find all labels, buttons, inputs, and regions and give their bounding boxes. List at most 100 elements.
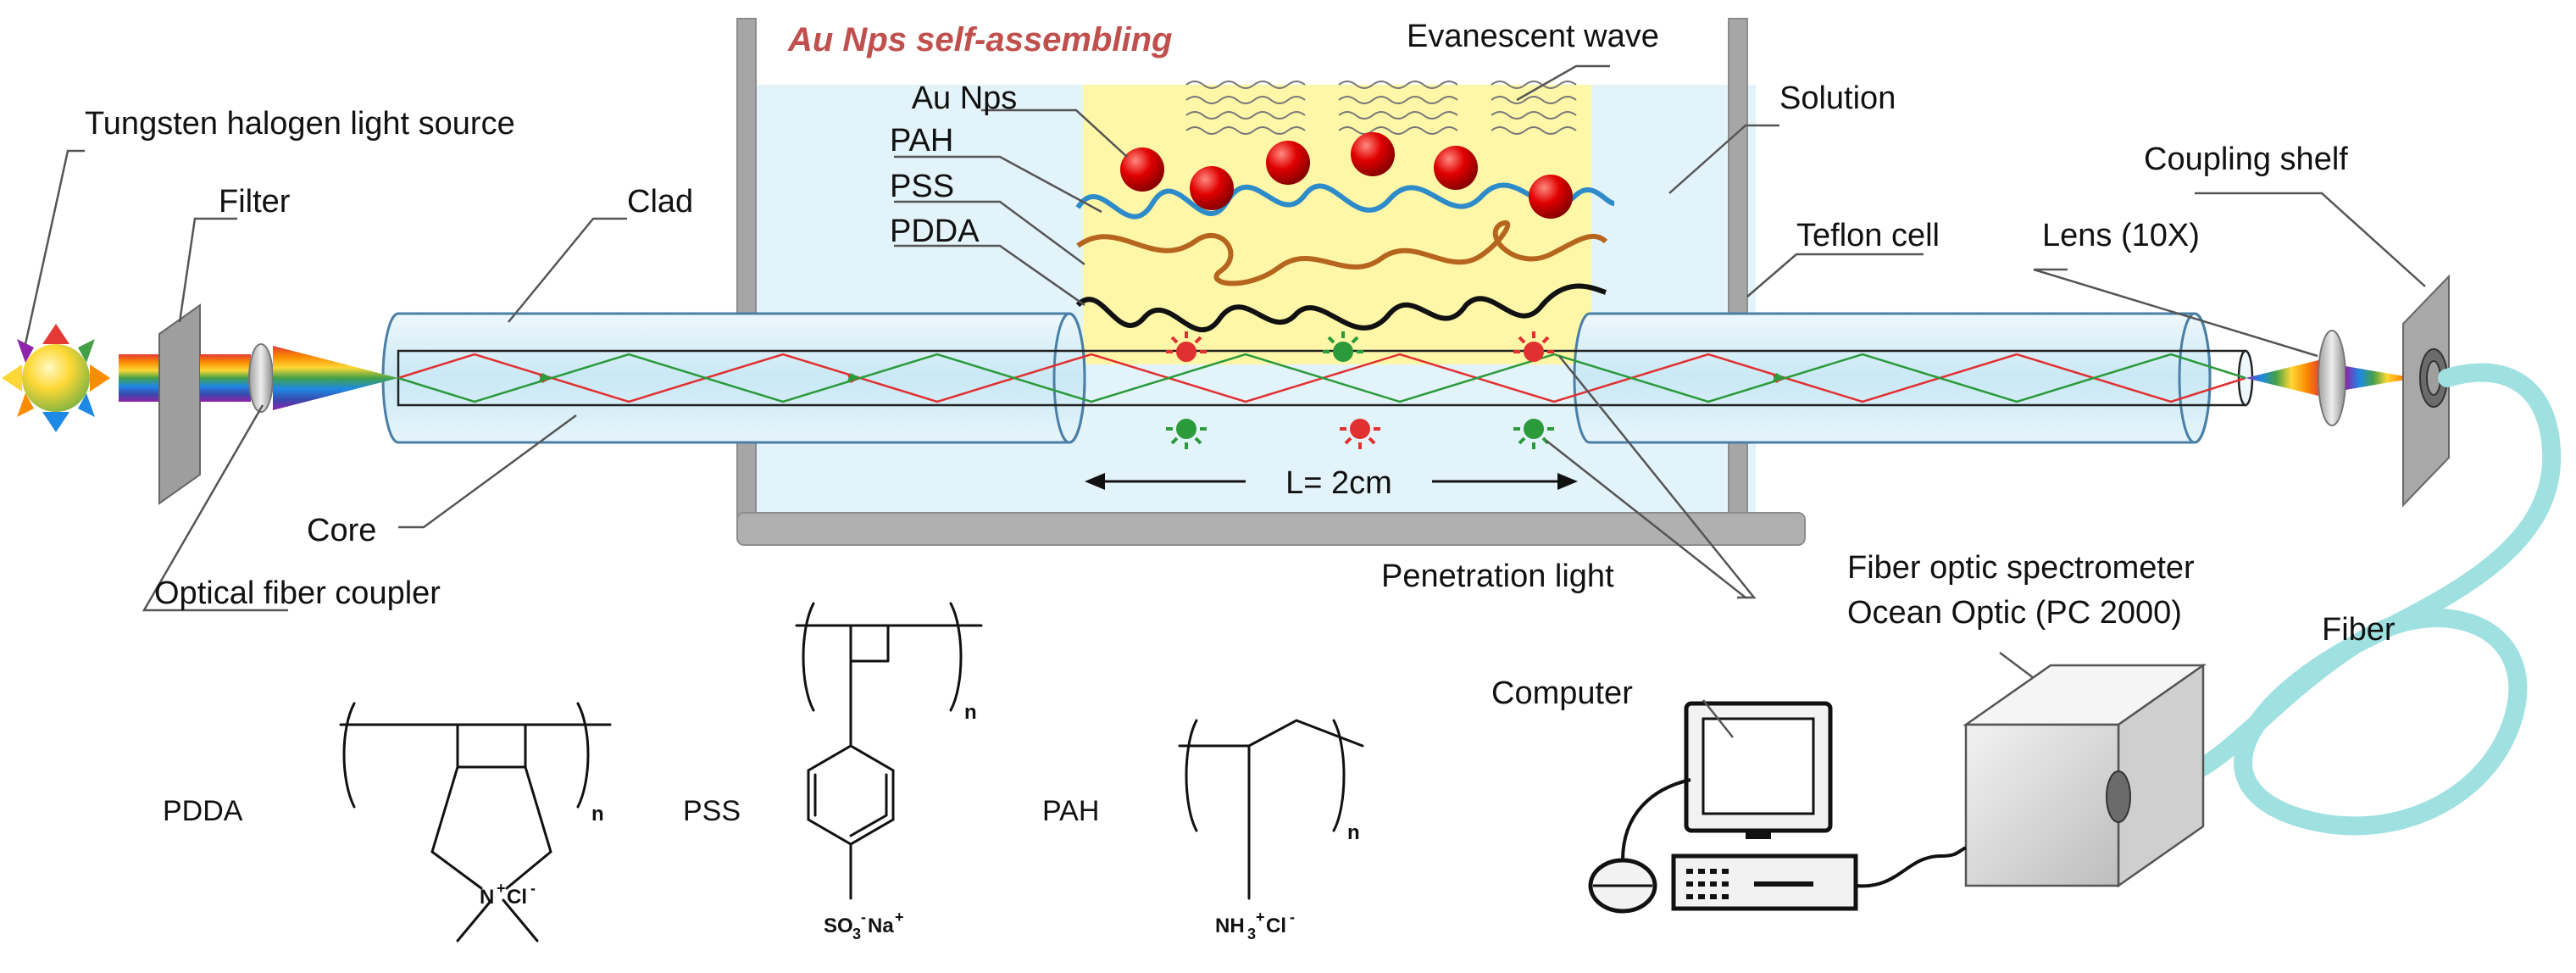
spectrometer-label-2: Ocean Optic (PC 2000)	[1847, 595, 2182, 631]
pss-group: SO	[824, 915, 853, 937]
pah-counter-sup: -	[1290, 909, 1295, 926]
penetration-light-bursts	[1166, 331, 1554, 449]
au-np	[1190, 166, 1234, 210]
pah-n-sub: n	[1347, 821, 1360, 844]
pah-counter: Cl	[1266, 915, 1286, 937]
evanescent-wave	[1185, 81, 1577, 135]
burst-green-top	[1323, 331, 1363, 362]
monitor-screen	[1702, 717, 1815, 815]
leader-coupler	[142, 404, 288, 612]
fiber-cable	[2109, 363, 2562, 836]
light-cone-out	[2246, 359, 2322, 397]
fiber-connector-icon	[2419, 348, 2448, 408]
teflon-cell-label: Teflon cell	[1796, 218, 1940, 253]
leader-pss	[894, 200, 1085, 266]
fiber-clad-left	[381, 312, 1086, 444]
computer-icon	[1588, 701, 1967, 914]
leader-light-source	[24, 149, 85, 345]
spectrometer-icon	[1963, 663, 2207, 888]
pss-chain	[1076, 220, 1608, 286]
title-label: Au Nps self-assembling	[787, 21, 1172, 58]
pdda-label: PDDA	[890, 214, 980, 249]
pss-ion: Na	[868, 915, 894, 937]
arrow	[847, 373, 860, 383]
burst-red-top	[1166, 331, 1207, 362]
pss-group-sub: 3	[852, 926, 861, 942]
solution-label: Solution	[1779, 81, 1896, 116]
au-np	[1529, 175, 1573, 219]
pdda-n-sub: n	[591, 803, 604, 826]
light-rays	[397, 353, 2246, 403]
coupling-shelf-label: Coupling shelf	[2144, 142, 2348, 177]
burst-red-top-2	[1513, 331, 1554, 362]
evanescent-wave-label: Evanescent wave	[1407, 19, 1659, 54]
fiber-clad-left-end	[1052, 312, 1086, 444]
pdda-charge-sign: +	[497, 880, 506, 897]
teflon-cell	[736, 18, 1806, 546]
leader-pah	[894, 155, 1102, 214]
pah-label: PAH	[890, 123, 953, 158]
mouse-icon	[1588, 858, 1657, 914]
optical-fiber	[381, 312, 2254, 444]
leader-penetration-2	[1558, 355, 1757, 599]
leader-coupling-shelf	[2195, 192, 2426, 287]
pdda-structure: PDDA n N + Cl -	[163, 702, 612, 942]
leader-evanescent	[1516, 64, 1610, 102]
au-np	[1266, 141, 1310, 185]
au-np	[1434, 146, 1478, 190]
fiber-clad-right	[1573, 312, 2212, 444]
keyboard-keys	[1686, 869, 1813, 899]
pah-structure-name: PAH	[1042, 795, 1099, 827]
pss-structure-name: PSS	[683, 795, 741, 827]
penetration-light-label: Penetration light	[1381, 559, 1614, 594]
pss-n-sub: n	[964, 701, 977, 724]
pdda-structure-name: PDDA	[163, 795, 243, 827]
pah-group-sup: +	[1256, 909, 1265, 926]
cell-base	[736, 512, 1806, 546]
filter-icon	[158, 303, 201, 505]
computer-label: Computer	[1491, 676, 1633, 711]
arrow-right-icon	[1557, 473, 1578, 490]
coupler-lens-icon	[248, 343, 274, 413]
leader-pdda	[894, 244, 1085, 307]
clad-label: Clad	[627, 184, 693, 220]
length-label: L= 2cm	[1285, 465, 1392, 501]
pss-group-sup: -	[861, 909, 866, 926]
burst-green-bottom-2	[1513, 419, 1554, 449]
au-np	[1351, 132, 1395, 176]
length-indicator: L= 2cm	[1085, 465, 1578, 501]
pah-structure: PAH n NH 3 + Cl -	[1042, 719, 1364, 942]
arrow-left-icon	[1085, 473, 1105, 490]
burst-red-bottom	[1340, 419, 1380, 449]
monitor-stand	[1746, 831, 1771, 839]
pah-group-sub: 3	[1247, 926, 1256, 942]
pss-structure: PSS n SO 3 - Na +	[683, 602, 983, 942]
lens-label: Lens (10X)	[2042, 218, 2200, 253]
leader-au-nps	[981, 108, 1128, 158]
leader-fiber-spectrometer	[1999, 652, 2035, 679]
mouse-cable	[1621, 778, 1691, 861]
au-nps-label: Au Nps	[912, 81, 1018, 116]
burst-green-bottom	[1166, 419, 1207, 449]
pdda-counter: Cl	[507, 886, 527, 909]
leader-lines	[24, 64, 2426, 738]
light-source-label: Tungsten halogen light source	[85, 106, 515, 142]
output-lens-icon	[2318, 330, 2346, 426]
ray-arrows	[538, 373, 1785, 383]
arrow	[538, 373, 552, 383]
core-label: Core	[307, 513, 376, 548]
pss-ion-sup: +	[895, 909, 904, 926]
spectrometer-label-1: Fiber optic spectrometer	[1847, 550, 2195, 586]
leader-core	[398, 414, 577, 529]
fiber-clad-right-end	[2178, 312, 2212, 444]
keyboard-base	[1671, 853, 1858, 911]
sensing-region	[1083, 85, 1591, 364]
leader-solution	[1668, 124, 1779, 194]
light-beam-mid	[200, 354, 251, 402]
pah-group: NH	[1215, 915, 1245, 937]
pdda-chain	[1075, 283, 1607, 333]
au-np	[1120, 147, 1164, 192]
leader-computer	[1702, 699, 1734, 738]
spectrometer-cable	[1855, 846, 1967, 888]
